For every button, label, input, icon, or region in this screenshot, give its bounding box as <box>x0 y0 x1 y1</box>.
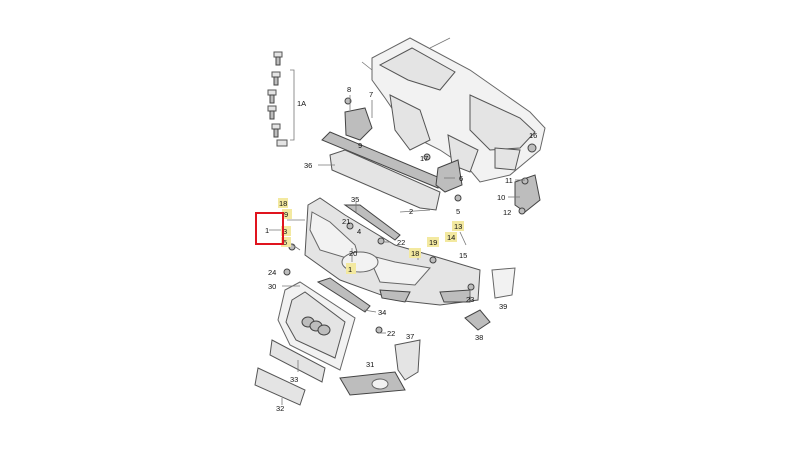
impact-bar[interactable] <box>321 131 441 211</box>
callout-18a[interactable]: 18 <box>279 199 287 208</box>
callout-31[interactable]: 31 <box>366 360 374 369</box>
callout-1[interactable]: 1 <box>348 265 352 274</box>
plate-holder-32[interactable] <box>254 367 306 406</box>
callout-10[interactable]: 10 <box>497 193 505 202</box>
callout-16[interactable]: 16 <box>529 131 537 140</box>
plate-bracket-33[interactable] <box>269 339 326 383</box>
selection-box <box>255 212 284 245</box>
hl-14 <box>445 232 457 242</box>
callout-1-selected[interactable]: 1 <box>265 226 269 235</box>
fog-bracket[interactable] <box>394 339 421 381</box>
callout-2[interactable]: 2 <box>409 207 413 216</box>
callout-36[interactable]: 36 <box>304 161 312 170</box>
sensor-16[interactable] <box>527 143 537 153</box>
callout-6[interactable]: 6 <box>459 174 463 183</box>
callout-22b[interactable]: 22 <box>387 329 395 338</box>
hl-1 <box>346 263 356 274</box>
callout-1A[interactable]: 1A <box>297 99 306 108</box>
bracket-left[interactable] <box>344 107 373 141</box>
callout-19[interactable]: 19 <box>429 238 437 247</box>
bracket-right[interactable] <box>435 159 463 193</box>
bolt-set-1A[interactable] <box>267 51 295 147</box>
callout-37[interactable]: 37 <box>406 332 414 341</box>
lower-strip[interactable] <box>316 277 371 313</box>
callout-38[interactable]: 38 <box>475 333 483 342</box>
callout-14[interactable]: 14 <box>447 233 455 242</box>
leader-lines <box>269 95 525 405</box>
radiator-grille[interactable] <box>277 281 356 371</box>
callout-18b[interactable]: 18 <box>411 249 419 258</box>
callout-9[interactable]: 9 <box>358 141 362 150</box>
callout-22a[interactable]: 22 <box>397 238 405 247</box>
hl-3 <box>281 226 291 236</box>
cover-39[interactable] <box>491 267 516 299</box>
front-end-carrier[interactable] <box>361 37 546 183</box>
fasteners[interactable] <box>283 97 529 334</box>
hl-19 <box>427 237 439 247</box>
callout-35[interactable]: 35 <box>351 195 359 204</box>
callout-32[interactable]: 32 <box>276 404 284 413</box>
callout-4[interactable]: 4 <box>357 227 361 236</box>
fog-grille[interactable] <box>339 371 406 396</box>
callout-34[interactable]: 34 <box>378 308 386 317</box>
callout-20[interactable]: 20 <box>349 249 357 258</box>
callout-5b[interactable]: 5 <box>283 238 287 247</box>
hl-5b <box>281 237 291 247</box>
upper-trim[interactable] <box>343 204 401 241</box>
side-guide[interactable] <box>514 174 541 213</box>
callout-39[interactable]: 39 <box>499 302 507 311</box>
callout-21[interactable]: 21 <box>342 217 350 226</box>
callout-8[interactable]: 8 <box>347 85 351 94</box>
callout-9b[interactable]: 9 <box>284 210 288 219</box>
callout-33[interactable]: 33 <box>290 375 298 384</box>
callout-12[interactable]: 12 <box>503 208 511 217</box>
callout-30[interactable]: 30 <box>268 282 276 291</box>
hl-18b <box>409 248 421 258</box>
callout-5a[interactable]: 5 <box>456 207 460 216</box>
hl-13 <box>452 221 464 231</box>
callout-15[interactable]: 15 <box>459 251 467 260</box>
callout-24[interactable]: 24 <box>268 268 276 277</box>
callout-17[interactable]: 17 <box>420 154 428 163</box>
callouts: 1A 8 9 7 16 36 17 6 11 10 12 35 2 5 18 9… <box>265 85 537 413</box>
callout-11[interactable]: 11 <box>505 176 513 185</box>
callout-3[interactable]: 3 <box>283 227 287 236</box>
callout-23[interactable]: 23 <box>466 295 474 304</box>
callout-13[interactable]: 13 <box>454 222 462 231</box>
hl-18a <box>278 198 288 208</box>
callout-7[interactable]: 7 <box>369 90 373 99</box>
hl-9b <box>282 209 292 219</box>
tow-hook-38[interactable] <box>464 309 491 331</box>
